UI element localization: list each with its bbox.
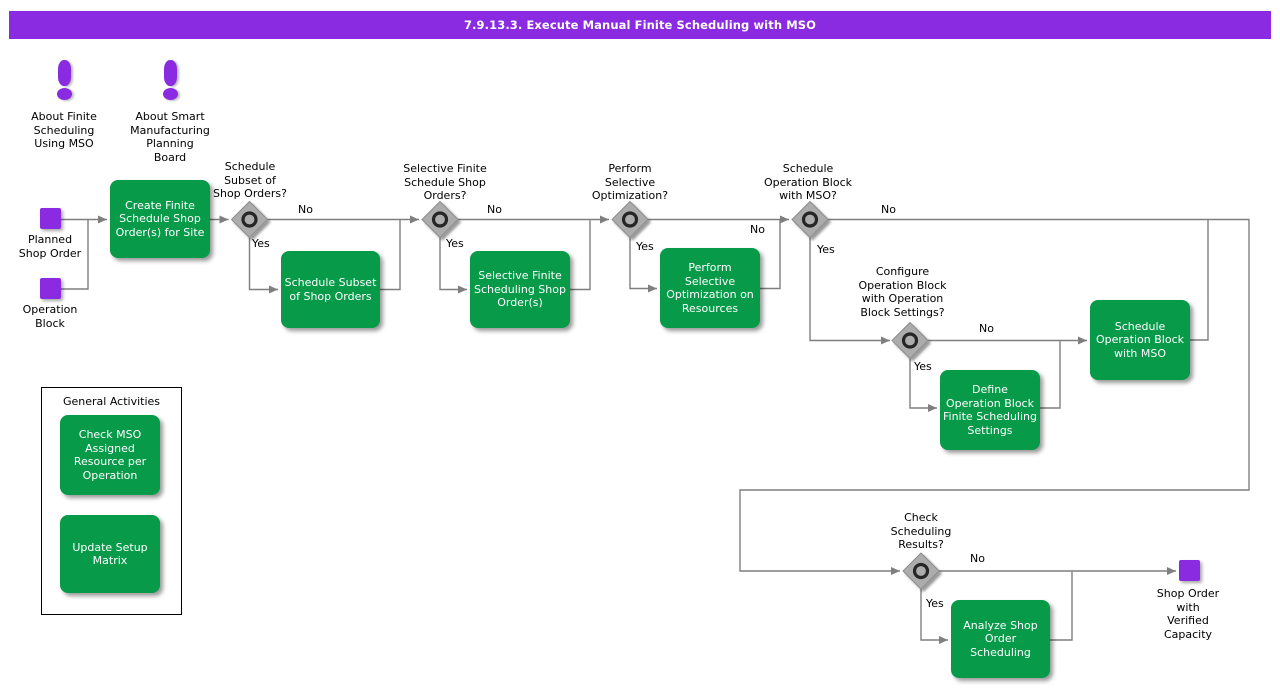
title-bar: 7.9.13.3. Execute Manual Finite Scheduli…	[9, 11, 1271, 39]
yes-label: Yes	[817, 243, 835, 256]
decision-configure-operation-block	[891, 321, 929, 360]
task-analyze-shop-order-scheduling[interactable]: Analyze Shop Order Scheduling	[951, 600, 1050, 678]
page-title: 7.9.13.3. Execute Manual Finite Scheduli…	[463, 18, 817, 32]
no-label: No	[970, 552, 985, 565]
general-activities-title: General Activities	[62, 395, 161, 408]
task-update-setup-matrix[interactable]: Update Setup Matrix	[60, 515, 160, 593]
exclamation-icon	[164, 60, 177, 86]
about-link-label[interactable]: About Finite Scheduling Using MSO	[31, 110, 97, 150]
decision-schedule-subset	[230, 200, 269, 239]
task-perform-selective-optimization[interactable]: Perform Selective Optimization on Resour…	[660, 248, 760, 328]
task-schedule-operation-block-with-mso[interactable]: Schedule Operation Block with MSO	[1090, 300, 1190, 380]
yes-label: Yes	[636, 240, 654, 253]
yes-label: Yes	[926, 597, 944, 610]
start-node-planned-shop-order[interactable]	[40, 208, 61, 229]
decision-schedule-operation-block	[791, 200, 829, 239]
yes-label: Yes	[252, 237, 270, 250]
decision-question: Schedule Subset of Shop Orders?	[213, 160, 287, 200]
start-node-label: Planned Shop Order	[18, 233, 82, 260]
task-define-operation-block-settings[interactable]: Define Operation Block Finite Scheduling…	[940, 370, 1040, 450]
about-link-label[interactable]: About Smart Manufacturing Planning Board	[130, 110, 210, 164]
exclamation-icon	[58, 60, 71, 86]
end-node-label: Shop Order with Verified Capacity	[1156, 587, 1220, 641]
no-label: No	[298, 203, 313, 216]
decision-check-scheduling-results	[902, 552, 940, 590]
decision-perform-optimization	[611, 200, 649, 239]
no-label: No	[750, 223, 765, 236]
task-selective-finite-scheduling[interactable]: Selective Finite Scheduling Shop Order(s…	[470, 251, 570, 328]
no-label: No	[979, 322, 994, 335]
end-node-shop-order-verified-capacity[interactable]	[1179, 560, 1200, 581]
task-schedule-subset-of-shop-orders[interactable]: Schedule Subset of Shop Orders	[281, 251, 380, 328]
task-create-finite-schedule-shop-orders[interactable]: Create Finite Schedule Shop Order(s) for…	[110, 180, 210, 258]
yes-label: Yes	[914, 360, 932, 373]
start-node-operation-block[interactable]	[40, 278, 61, 299]
decision-question: Configure Operation Block with Operation…	[858, 265, 947, 319]
decision-question: Perform Selective Optimization?	[591, 162, 669, 202]
decision-selective-finite	[421, 200, 459, 239]
no-label: No	[487, 203, 502, 216]
decision-question: Schedule Operation Block with MSO?	[764, 162, 852, 202]
decision-question: Selective Finite Schedule Shop Orders?	[403, 162, 487, 202]
no-label: No	[881, 203, 896, 216]
yes-label: Yes	[446, 237, 464, 250]
start-node-label: Operation Block	[22, 303, 78, 330]
exclamation-icon	[57, 88, 72, 100]
decision-question: Check Scheduling Results?	[890, 511, 952, 551]
exclamation-icon	[163, 88, 178, 100]
task-check-mso-assigned-resource[interactable]: Check MSO Assigned Resource per Operatio…	[60, 415, 160, 495]
decision-diamonds	[230, 200, 940, 590]
